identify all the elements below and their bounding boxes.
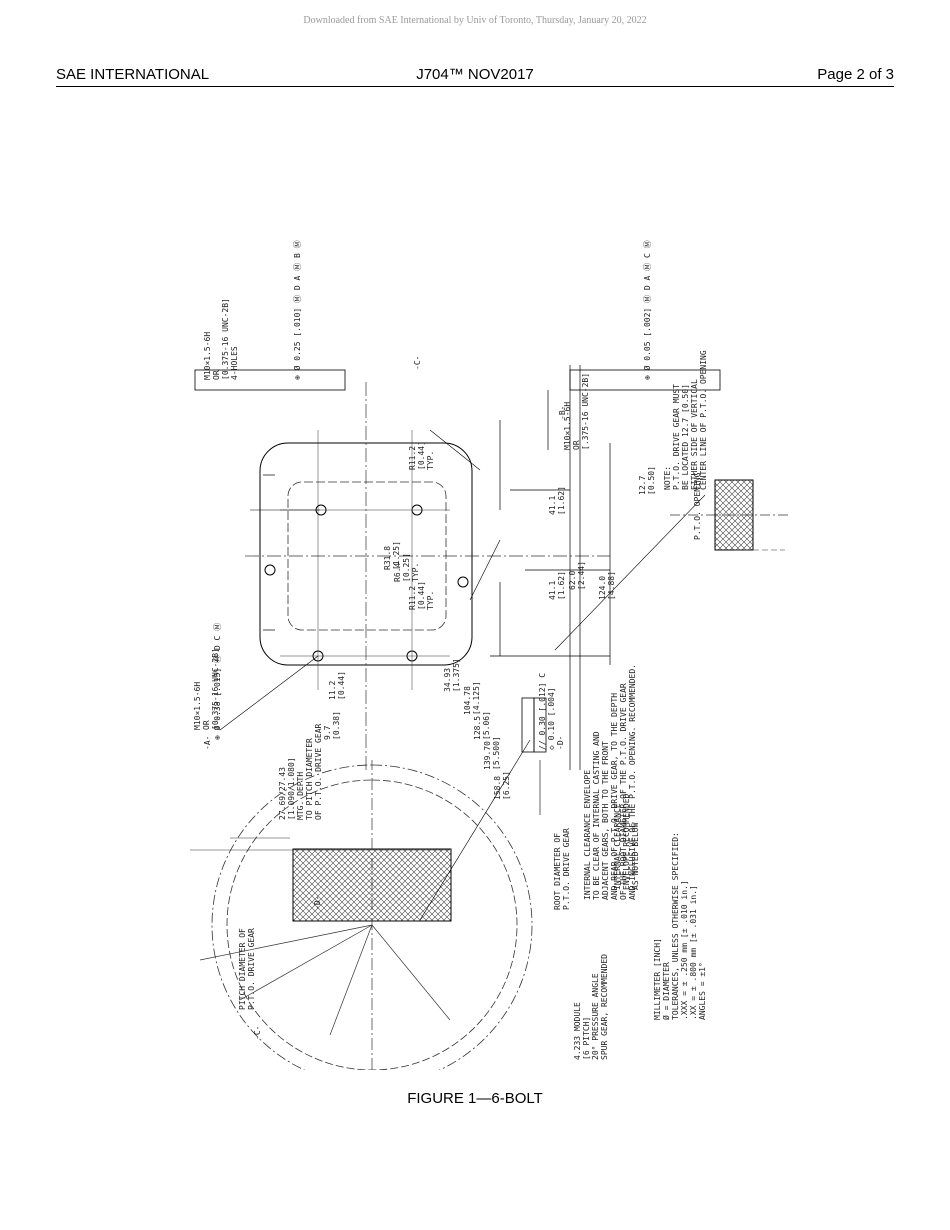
label-fcf-b: ⊕ Ø 0.05 [.002] Ⓜ D A Ⓜ C Ⓜ <box>642 240 652 380</box>
label-datum-c: -C- <box>413 356 422 370</box>
mounting-pad <box>245 380 610 770</box>
label-d127: 12.7[0.50] <box>638 466 656 495</box>
label-envelope-note: INTERNAL CLEARANCE ENVELOPETO BE CLEAR O… <box>583 664 637 900</box>
label-note: NOTE:P.T.O. DRIVE GEAR MUSTBE LOCATED 12… <box>663 350 708 490</box>
label-d97: 9.7[0.38] <box>323 711 341 740</box>
label-d3493: 34.93[1.375] <box>443 658 461 692</box>
label-d1240: 124.0[4.88] <box>598 571 616 600</box>
technical-drawing: R31.8[1.25] R6.4[0.25]TYP. R11.2[0.44]TY… <box>190 240 790 1070</box>
label-fcf-top: ⊕ Ø 0.25 [.010] Ⓜ D A Ⓜ B Ⓜ <box>292 240 302 380</box>
gear-section <box>190 760 533 1070</box>
drawing-annotations: R31.8[1.25] R6.4[0.25]TYP. R11.2[0.44]TY… <box>193 240 708 1060</box>
label-gear-spec: 4.233 MODULE[6 PITCH]20° PRESSURE ANGLES… <box>573 954 609 1060</box>
label-root-diameter: ROOT DIAMETER OFP.T.O. DRIVE GEAR <box>553 828 571 910</box>
gdt-callouts <box>194 369 721 753</box>
label-envelope: INTERNAL CLEARANCEENVELOPE RECOMMENDEDAS… <box>613 793 640 890</box>
dimension-lines <box>263 365 611 770</box>
drawing-rotated-layer: R31.8[1.25] R6.4[0.25]TYP. R11.2[0.44]TY… <box>190 240 790 1070</box>
header-org: SAE INTERNATIONAL <box>56 66 210 83</box>
label-thread-a: M10×1.5-6HOR[0.375-16 UNC-2B] <box>193 648 220 730</box>
label-d1285: 128.5[5.06] <box>473 711 491 740</box>
label-r112b: R11.2[0.44]TYP. <box>408 441 435 470</box>
label-datum-b: -B- <box>558 406 567 420</box>
label-d112: 11.2[0.44] <box>328 671 346 700</box>
bolt-hole <box>264 564 276 576</box>
label-d13970: 139.70[5.500] <box>483 736 501 770</box>
label-thread-top: M10×1.5-6HOR[0.375-16 UNC-2B]4-HOLES <box>203 298 239 380</box>
figure-caption: FIGURE 1—6-BOLT <box>407 1090 543 1107</box>
pto-opening-section <box>670 479 790 551</box>
label-d411b: 41.1[1.62] <box>548 486 566 515</box>
label-mtg-depth: 27.69/27.43[1.090/1.080]MTG. DEPTHTO PIT… <box>278 723 323 820</box>
label-d1588: 158.8[6.25] <box>493 771 511 800</box>
header-page-number: Page 2 of 3 <box>817 66 894 83</box>
label-r318: R31.8[1.25] <box>383 541 401 570</box>
label-d620: 62.0[2.44] <box>568 561 586 590</box>
label-fcf-a: ⊕ Ø 0.38 [.015] Ⓜ D C Ⓜ <box>212 623 222 740</box>
header-rule <box>56 86 894 87</box>
label-datum-a: -A- <box>203 736 212 750</box>
label-tolerances: MILLIMETER [INCH]Ø = DIAMETERTOLERANCES,… <box>653 832 707 1020</box>
label-thread-b: M10×1.5-6HOR[.375-16 UNC-2B] <box>563 373 590 450</box>
label-d10478: 104.78[4.125] <box>463 681 481 715</box>
label-datum-c-small: -C- <box>253 1026 262 1040</box>
download-note: Downloaded from SAE International by Uni… <box>303 15 647 26</box>
label-fcf-d: // 0.30 [.012] C◇ 0.10 [.004]-D- <box>538 673 565 750</box>
label-r112a: R11.2[0.44]TYP. <box>408 581 435 610</box>
header-standard: J704™ NOV2017 <box>416 66 534 83</box>
label-d411a: 41.1[1.62] <box>548 571 566 600</box>
leader-lines <box>219 429 706 921</box>
label-datum-d: -D- <box>313 896 322 910</box>
bolt-hole <box>457 576 469 588</box>
label-r64: R6.4[0.25]TYP. <box>393 553 420 582</box>
label-pto-opening: P.T.O. OPENING <box>693 472 702 540</box>
label-pitch-diameter: PITCH DIAMETER OFP.T.O. DRIVE GEAR <box>238 928 256 1010</box>
